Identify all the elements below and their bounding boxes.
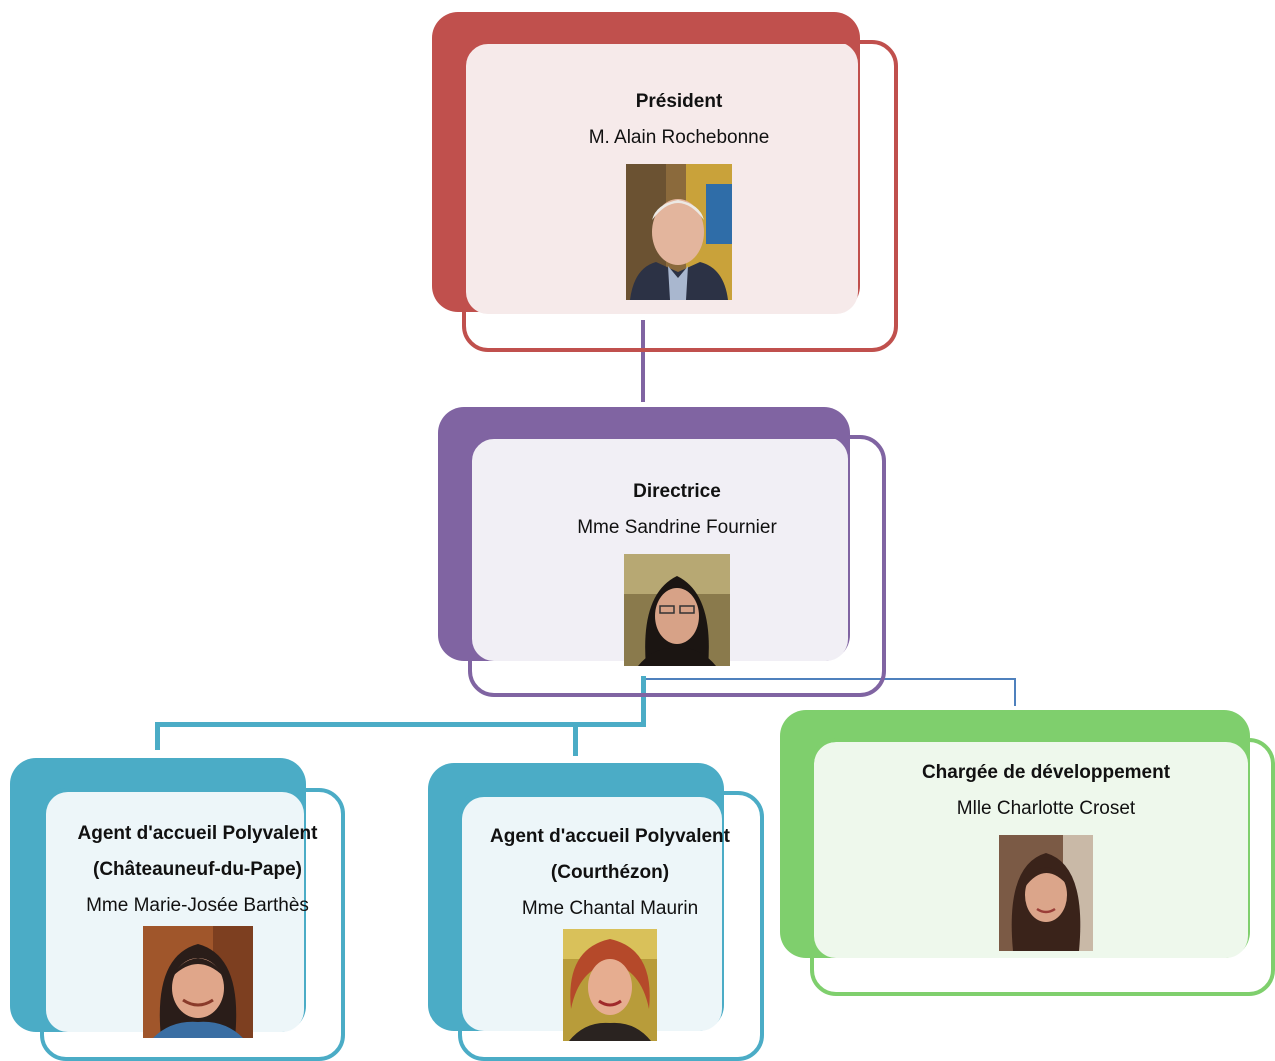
directrice-name: Mme Sandrine Fournier bbox=[577, 517, 777, 538]
agent-courthezon-frame bbox=[458, 791, 764, 1061]
connector-president-directrice bbox=[641, 320, 645, 402]
president-content: Président M. Alain Rochebonne bbox=[466, 84, 892, 300]
developpement-node: Chargée de développement Mlle Charlotte … bbox=[780, 710, 1275, 996]
developpement-photo bbox=[999, 835, 1093, 951]
connector-agent1-drop bbox=[155, 722, 160, 750]
directrice-node: Directrice Mme Sandrine Fournier bbox=[438, 407, 888, 697]
agent-chateauneuf-name: Mme Marie-Josée Barthès bbox=[86, 895, 309, 916]
president-node: Président M. Alain Rochebonne bbox=[432, 12, 900, 352]
agent-courthezon-photo bbox=[563, 929, 657, 1041]
agent-courthezon-role: Agent d'accueil Polyvalent bbox=[490, 826, 730, 847]
developpement-content: Chargée de développement Mlle Charlotte … bbox=[814, 755, 1275, 951]
developpement-frame bbox=[810, 738, 1275, 996]
agent-courthezon-node: Agent d'accueil Polyvalent (Courthézon) … bbox=[428, 763, 764, 1061]
president-photo bbox=[626, 164, 732, 300]
agent-chateauneuf-photo bbox=[142, 926, 253, 1038]
directrice-photo bbox=[624, 554, 730, 666]
connector-agents-horizontal bbox=[155, 722, 646, 727]
president-name: M. Alain Rochebonne bbox=[588, 127, 770, 148]
agent-chateauneuf-role: Agent d'accueil Polyvalent bbox=[77, 823, 318, 844]
directrice-role: Directrice bbox=[633, 481, 721, 502]
president-frame bbox=[462, 40, 898, 352]
developpement-role: Chargée de développement bbox=[921, 762, 1171, 783]
agent-chateauneuf-location: (Châteauneuf-du-Pape) bbox=[93, 859, 302, 880]
agent-chateauneuf-node: Agent d'accueil Polyvalent (Châteauneuf-… bbox=[10, 758, 345, 1061]
connector-agent2-drop bbox=[573, 722, 578, 756]
directrice-content: Directrice Mme Sandrine Fournier bbox=[472, 474, 882, 666]
developpement-name: Mlle Charlotte Croset bbox=[956, 798, 1136, 819]
president-role: Président bbox=[635, 91, 723, 112]
agent-courthezon-name: Mme Chantal Maurin bbox=[521, 898, 699, 919]
agent-courthezon-location: (Courthézon) bbox=[550, 862, 670, 883]
agent-chateauneuf-frame bbox=[40, 788, 345, 1061]
connector-developpement-horizontal bbox=[646, 678, 1016, 680]
directrice-frame bbox=[468, 435, 886, 697]
connector-directrice-down bbox=[641, 676, 646, 726]
agent-chateauneuf-content: Agent d'accueil Polyvalent (Châteauneuf-… bbox=[46, 816, 349, 1038]
connector-developpement-drop bbox=[1014, 678, 1016, 706]
agent-courthezon-content: Agent d'accueil Polyvalent (Courthézon) … bbox=[462, 819, 758, 1041]
